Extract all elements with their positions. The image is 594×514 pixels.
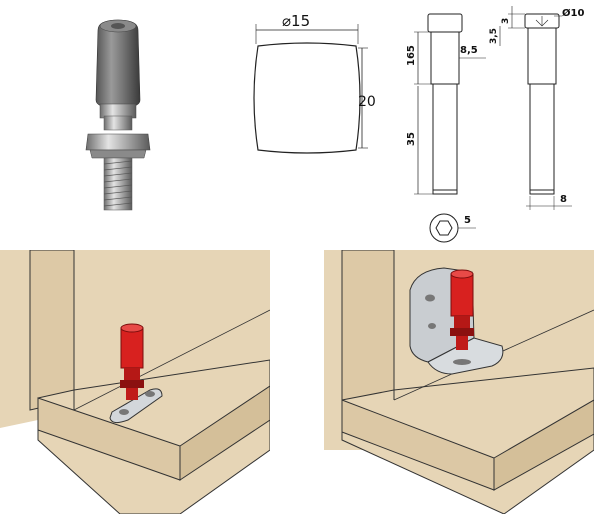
cap-height-label: 20 — [358, 94, 376, 110]
pin-technical-drawing: 165 35 8,5 3 3,5 Ø10 8 5 — [396, 0, 594, 245]
hex-socket-label: 5 — [464, 215, 471, 226]
dim-8: 8 — [560, 194, 567, 205]
dim-diam10: Ø10 — [562, 7, 584, 19]
dim-35: 35 — [406, 132, 417, 146]
cap-diameter-label: ⌀15 — [282, 12, 310, 30]
pin-product-render — [60, 8, 180, 218]
scene-flat-plate — [0, 250, 270, 514]
dim-3: 3 — [501, 18, 511, 24]
scene-angle-bracket — [324, 250, 594, 514]
cap-dimension-drawing: ⌀15 20 — [230, 8, 380, 158]
dim-3-5: 3,5 — [489, 28, 499, 44]
dim-8-5: 8,5 — [460, 45, 478, 56]
dim-165: 165 — [406, 45, 417, 66]
